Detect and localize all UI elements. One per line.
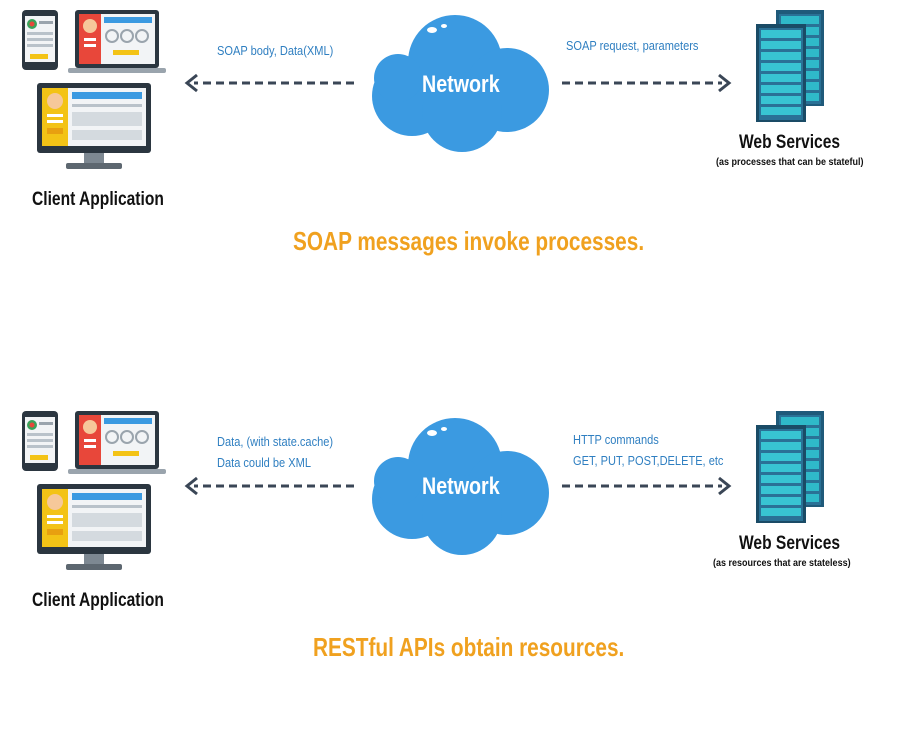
network-label: Network — [422, 71, 500, 98]
dashed-arrow-right-icon — [562, 476, 732, 496]
soap-diagram-art — [22, 10, 824, 169]
client-application-label: Client Application — [32, 590, 164, 611]
request-message-line: HTTP commands — [573, 432, 659, 447]
dashed-arrow-left-icon — [184, 73, 354, 93]
request-message-line: SOAP request, parameters — [566, 38, 699, 53]
request-message: HTTP commands GET, PUT, POST,DELETE, etc — [573, 429, 723, 471]
response-message: SOAP body, Data(XML) — [217, 40, 333, 61]
caption: RESTful APIs obtain resources. — [313, 632, 625, 662]
caption: SOAP messages invoke processes. — [293, 226, 645, 256]
response-message-line: Data could be XML — [217, 455, 311, 470]
laptop-icon — [68, 411, 166, 474]
mobile-device-icon — [22, 411, 58, 471]
desktop-monitor-icon — [37, 484, 151, 570]
rest-diagram: Client Application Data, (with state.cac… — [0, 401, 905, 731]
desktop-monitor-icon — [37, 83, 151, 169]
web-services-title: Web Services — [739, 533, 841, 554]
server-rack-icon — [756, 10, 824, 122]
request-message-line: GET, PUT, POST,DELETE, etc — [573, 453, 724, 468]
soap-diagram: Client Application SOAP body, Data(XML) … — [0, 0, 905, 330]
response-message-line: Data, (with state.cache) — [217, 434, 334, 449]
request-message: SOAP request, parameters — [566, 35, 698, 56]
network-label: Network — [422, 473, 500, 500]
server-rack-icon — [756, 411, 824, 523]
cloud-icon — [372, 418, 549, 555]
rest-diagram-art — [22, 411, 824, 570]
response-message-line: SOAP body, Data(XML) — [217, 43, 334, 58]
mobile-device-icon — [22, 10, 58, 70]
web-services-subtitle: (as resources that are stateless) — [713, 558, 851, 569]
laptop-icon — [68, 10, 166, 73]
dashed-arrow-right-icon — [562, 73, 732, 93]
cloud-icon — [372, 15, 549, 152]
client-application-label: Client Application — [32, 189, 164, 210]
response-message: Data, (with state.cache) Data could be X… — [217, 431, 333, 473]
web-services-title: Web Services — [739, 132, 841, 153]
dashed-arrow-left-icon — [184, 476, 354, 496]
web-services-subtitle: (as processes that can be stateful) — [716, 157, 864, 168]
